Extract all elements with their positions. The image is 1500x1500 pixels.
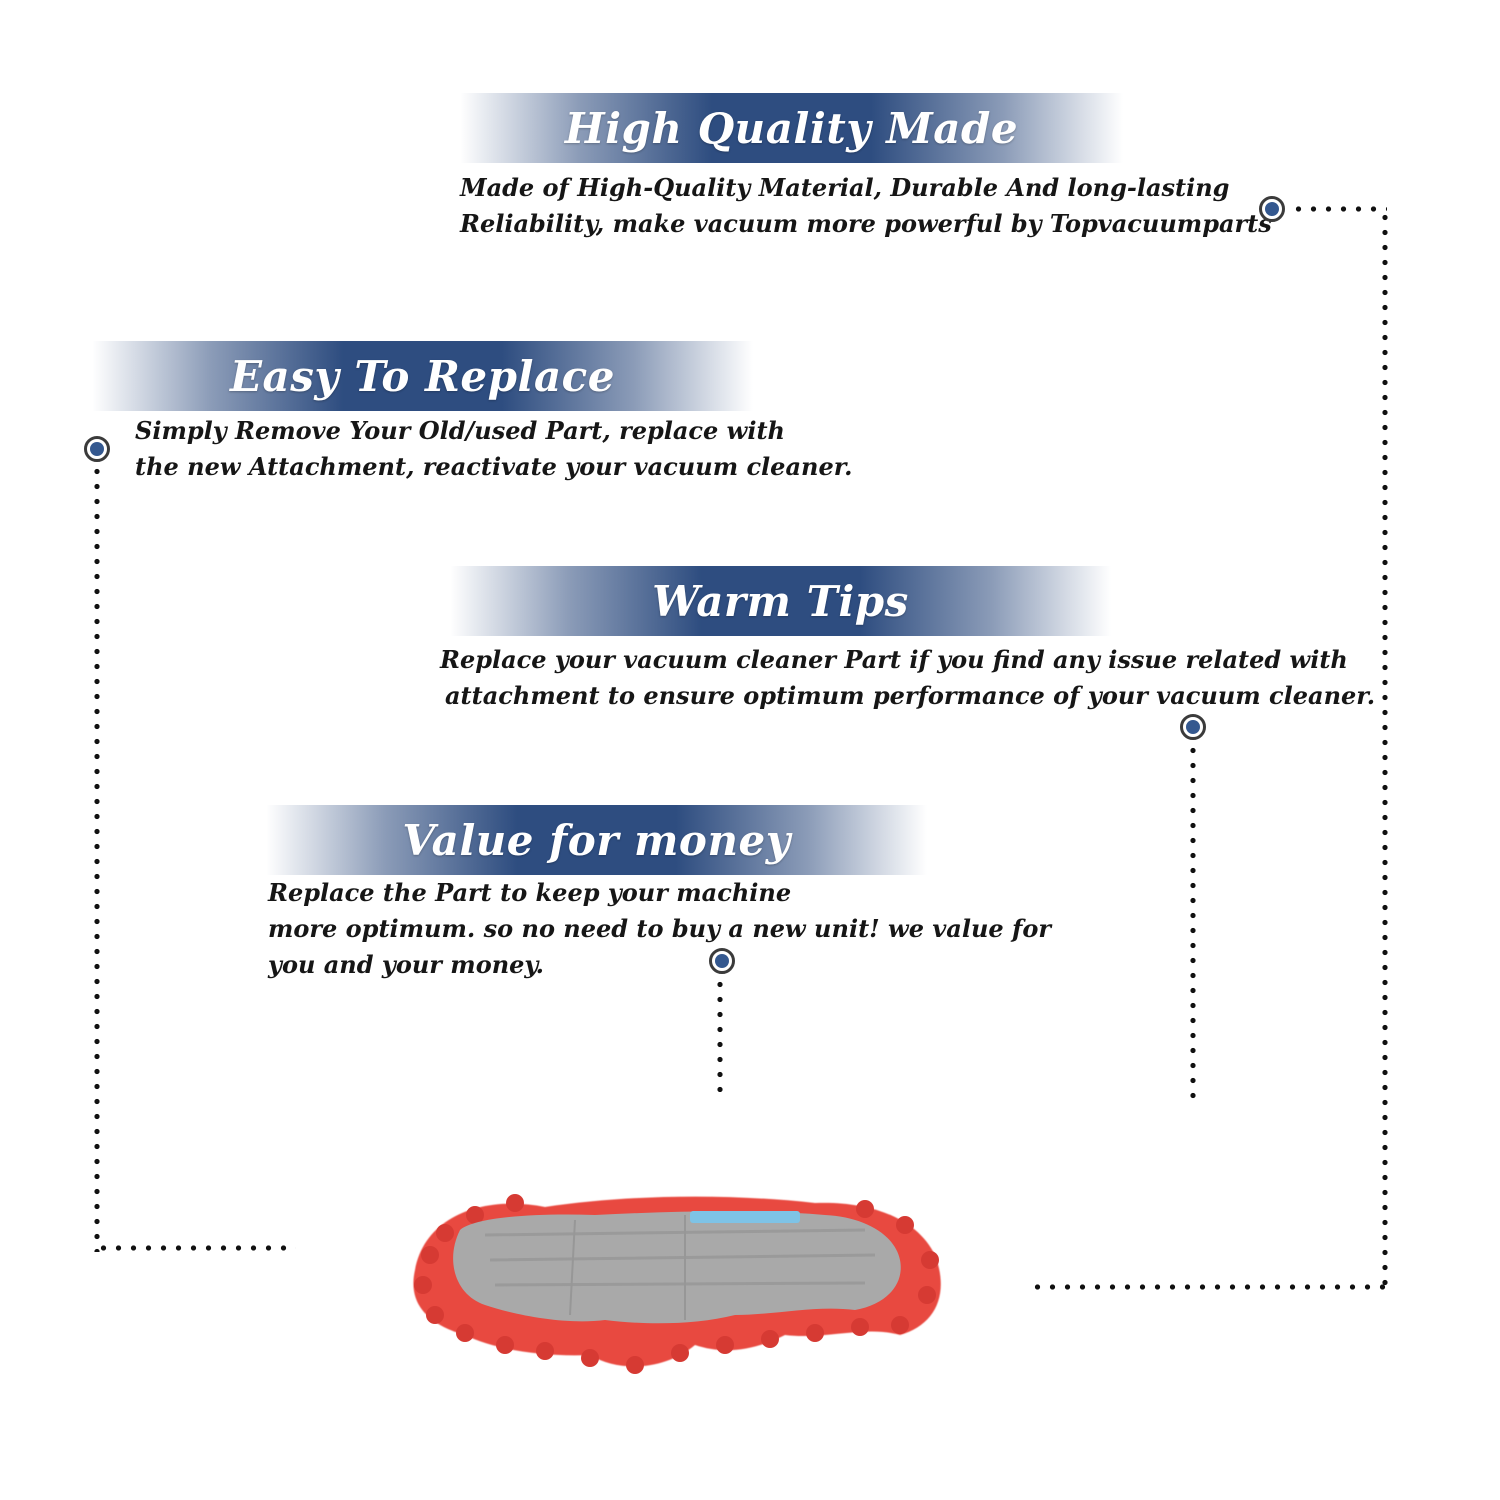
feature-desc-warm-tips: Replace your vacuum cleaner Part if you … [440, 642, 1375, 714]
desc-line: Replace your vacuum cleaner Part if you … [440, 645, 1348, 674]
banner-easy-replace: Easy To Replace [92, 341, 753, 411]
desc-line: you and your money. [268, 950, 544, 979]
desc-line: Replace the Part to keep your machine [268, 878, 792, 907]
banner-value-money: Value for money [266, 805, 927, 875]
feature-desc-easy-replace: Simply Remove Your Old/used Part, replac… [135, 413, 853, 485]
feature-title-value-money: Value for money [402, 815, 791, 865]
desc-line: more optimum. so no need to buy a new un… [268, 914, 1051, 943]
target-dot-icon [1180, 714, 1206, 740]
desc-line: Reliability, make vacuum more powerful b… [460, 209, 1272, 238]
connector-dotted-line [1190, 743, 1196, 1106]
banner-warm-tips: Warm Tips [450, 566, 1111, 636]
connector-dotted-line [94, 464, 100, 1252]
desc-line: the new Attachment, reactivate your vacu… [135, 452, 853, 481]
mop-pad-image [413, 1194, 941, 1374]
connector-dotted-line [717, 977, 723, 1092]
connector-dotted-line [96, 1245, 296, 1251]
feature-title-easy-replace: Easy To Replace [230, 351, 615, 401]
connector-dotted-line [1030, 1284, 1386, 1290]
desc-line: Simply Remove Your Old/used Part, replac… [135, 416, 785, 445]
feature-title-warm-tips: Warm Tips [652, 576, 909, 626]
target-dot-icon [1259, 196, 1285, 222]
feature-desc-value-money: Replace the Part to keep your machine mo… [268, 875, 1051, 983]
connector-dotted-line [1291, 206, 1387, 212]
target-dot-icon [709, 948, 735, 974]
connector-dotted-line [1382, 210, 1388, 1292]
feature-title-high-quality: High Quality Made [564, 103, 1019, 153]
desc-line: Made of High-Quality Material, Durable A… [460, 173, 1230, 202]
target-dot-icon [84, 436, 110, 462]
feature-desc-high-quality: Made of High-Quality Material, Durable A… [460, 170, 1272, 242]
desc-line: attachment to ensure optimum performance… [445, 681, 1376, 710]
banner-high-quality: High Quality Made [460, 93, 1123, 163]
